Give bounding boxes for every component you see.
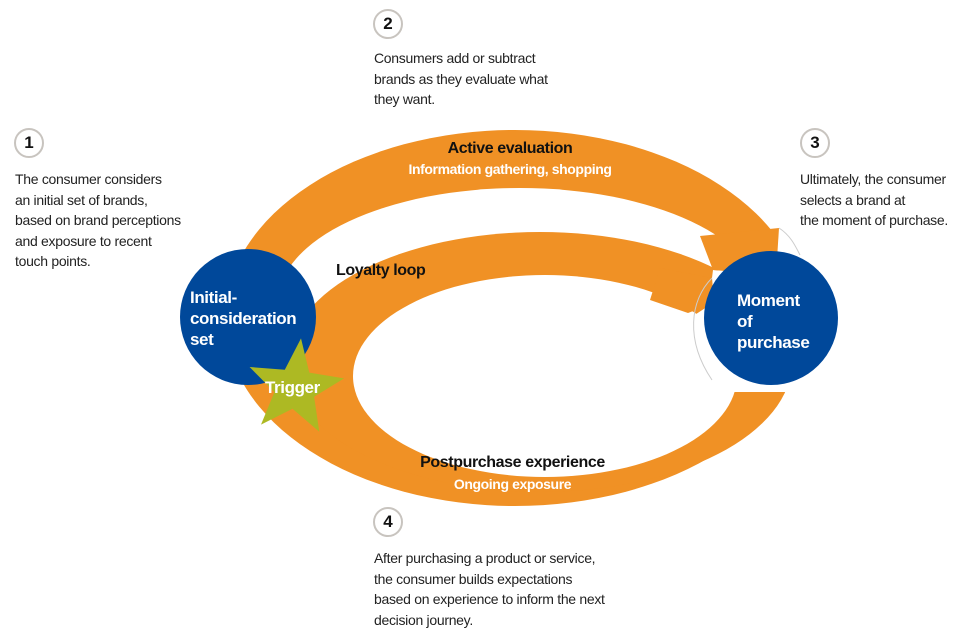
moment-of-purchase-node <box>704 251 838 385</box>
step-3-text: Ultimately, the consumer selects a brand… <box>800 169 948 231</box>
loyalty-loop-label: Loyalty loop <box>336 262 426 279</box>
inner-hole <box>353 275 737 477</box>
text-line: purchase <box>737 333 810 352</box>
text-line: based on brand perceptions <box>15 212 181 228</box>
moment-of-purchase-label: Moment of purchase <box>737 290 810 353</box>
step-1-text: The consumer considers an initial set of… <box>15 169 181 272</box>
step-badge-2: 2 <box>373 9 403 39</box>
text-line: the consumer builds expectations <box>374 570 573 587</box>
text-line: brands as they evaluate what <box>374 70 548 87</box>
text-line: Consumers add or subtract <box>374 50 536 66</box>
text-line: based on experience to inform the next <box>374 591 605 607</box>
text-line: of <box>737 312 753 331</box>
step-badge-1: 1 <box>14 128 44 158</box>
text-line: decision journey. <box>374 611 473 628</box>
trigger-label: Trigger <box>265 378 320 397</box>
text-line: Moment <box>737 291 800 310</box>
text-line: the moment of purchase. <box>800 212 948 228</box>
active-evaluation-title: Active evaluation <box>447 140 573 157</box>
text-line: they want. <box>374 91 435 107</box>
trigger-star <box>249 338 345 432</box>
initial-consideration-label: Initial- consideration set <box>190 287 297 350</box>
text-line: Initial- <box>190 288 237 307</box>
text-line: After purchasing a product or service, <box>374 550 596 566</box>
postpurchase-title: Postpurchase experience <box>420 454 605 471</box>
text-line: and exposure to recent <box>15 232 152 249</box>
initial-consideration-node <box>180 249 316 385</box>
step-badge-3: 3 <box>800 128 830 158</box>
text-line: set <box>190 330 214 349</box>
step-badge-4: 4 <box>373 507 403 537</box>
loyalty-arrowhead <box>650 268 714 313</box>
text-line: consideration <box>190 309 297 328</box>
postpurchase-subtitle: Ongoing exposure <box>453 476 572 492</box>
active-evaluation-subtitle: Information gathering, shopping <box>408 161 612 177</box>
step-4-text: After purchasing a product or service, t… <box>374 548 605 630</box>
text-line: selects a brand at <box>800 191 906 208</box>
step-2-text: Consumers add or subtract brands as they… <box>374 48 548 110</box>
text-line: touch points. <box>15 253 91 269</box>
text-line: an initial set of brands, <box>15 191 148 208</box>
text-line: The consumer considers <box>15 171 162 187</box>
text-line: Ultimately, the consumer <box>800 171 946 187</box>
